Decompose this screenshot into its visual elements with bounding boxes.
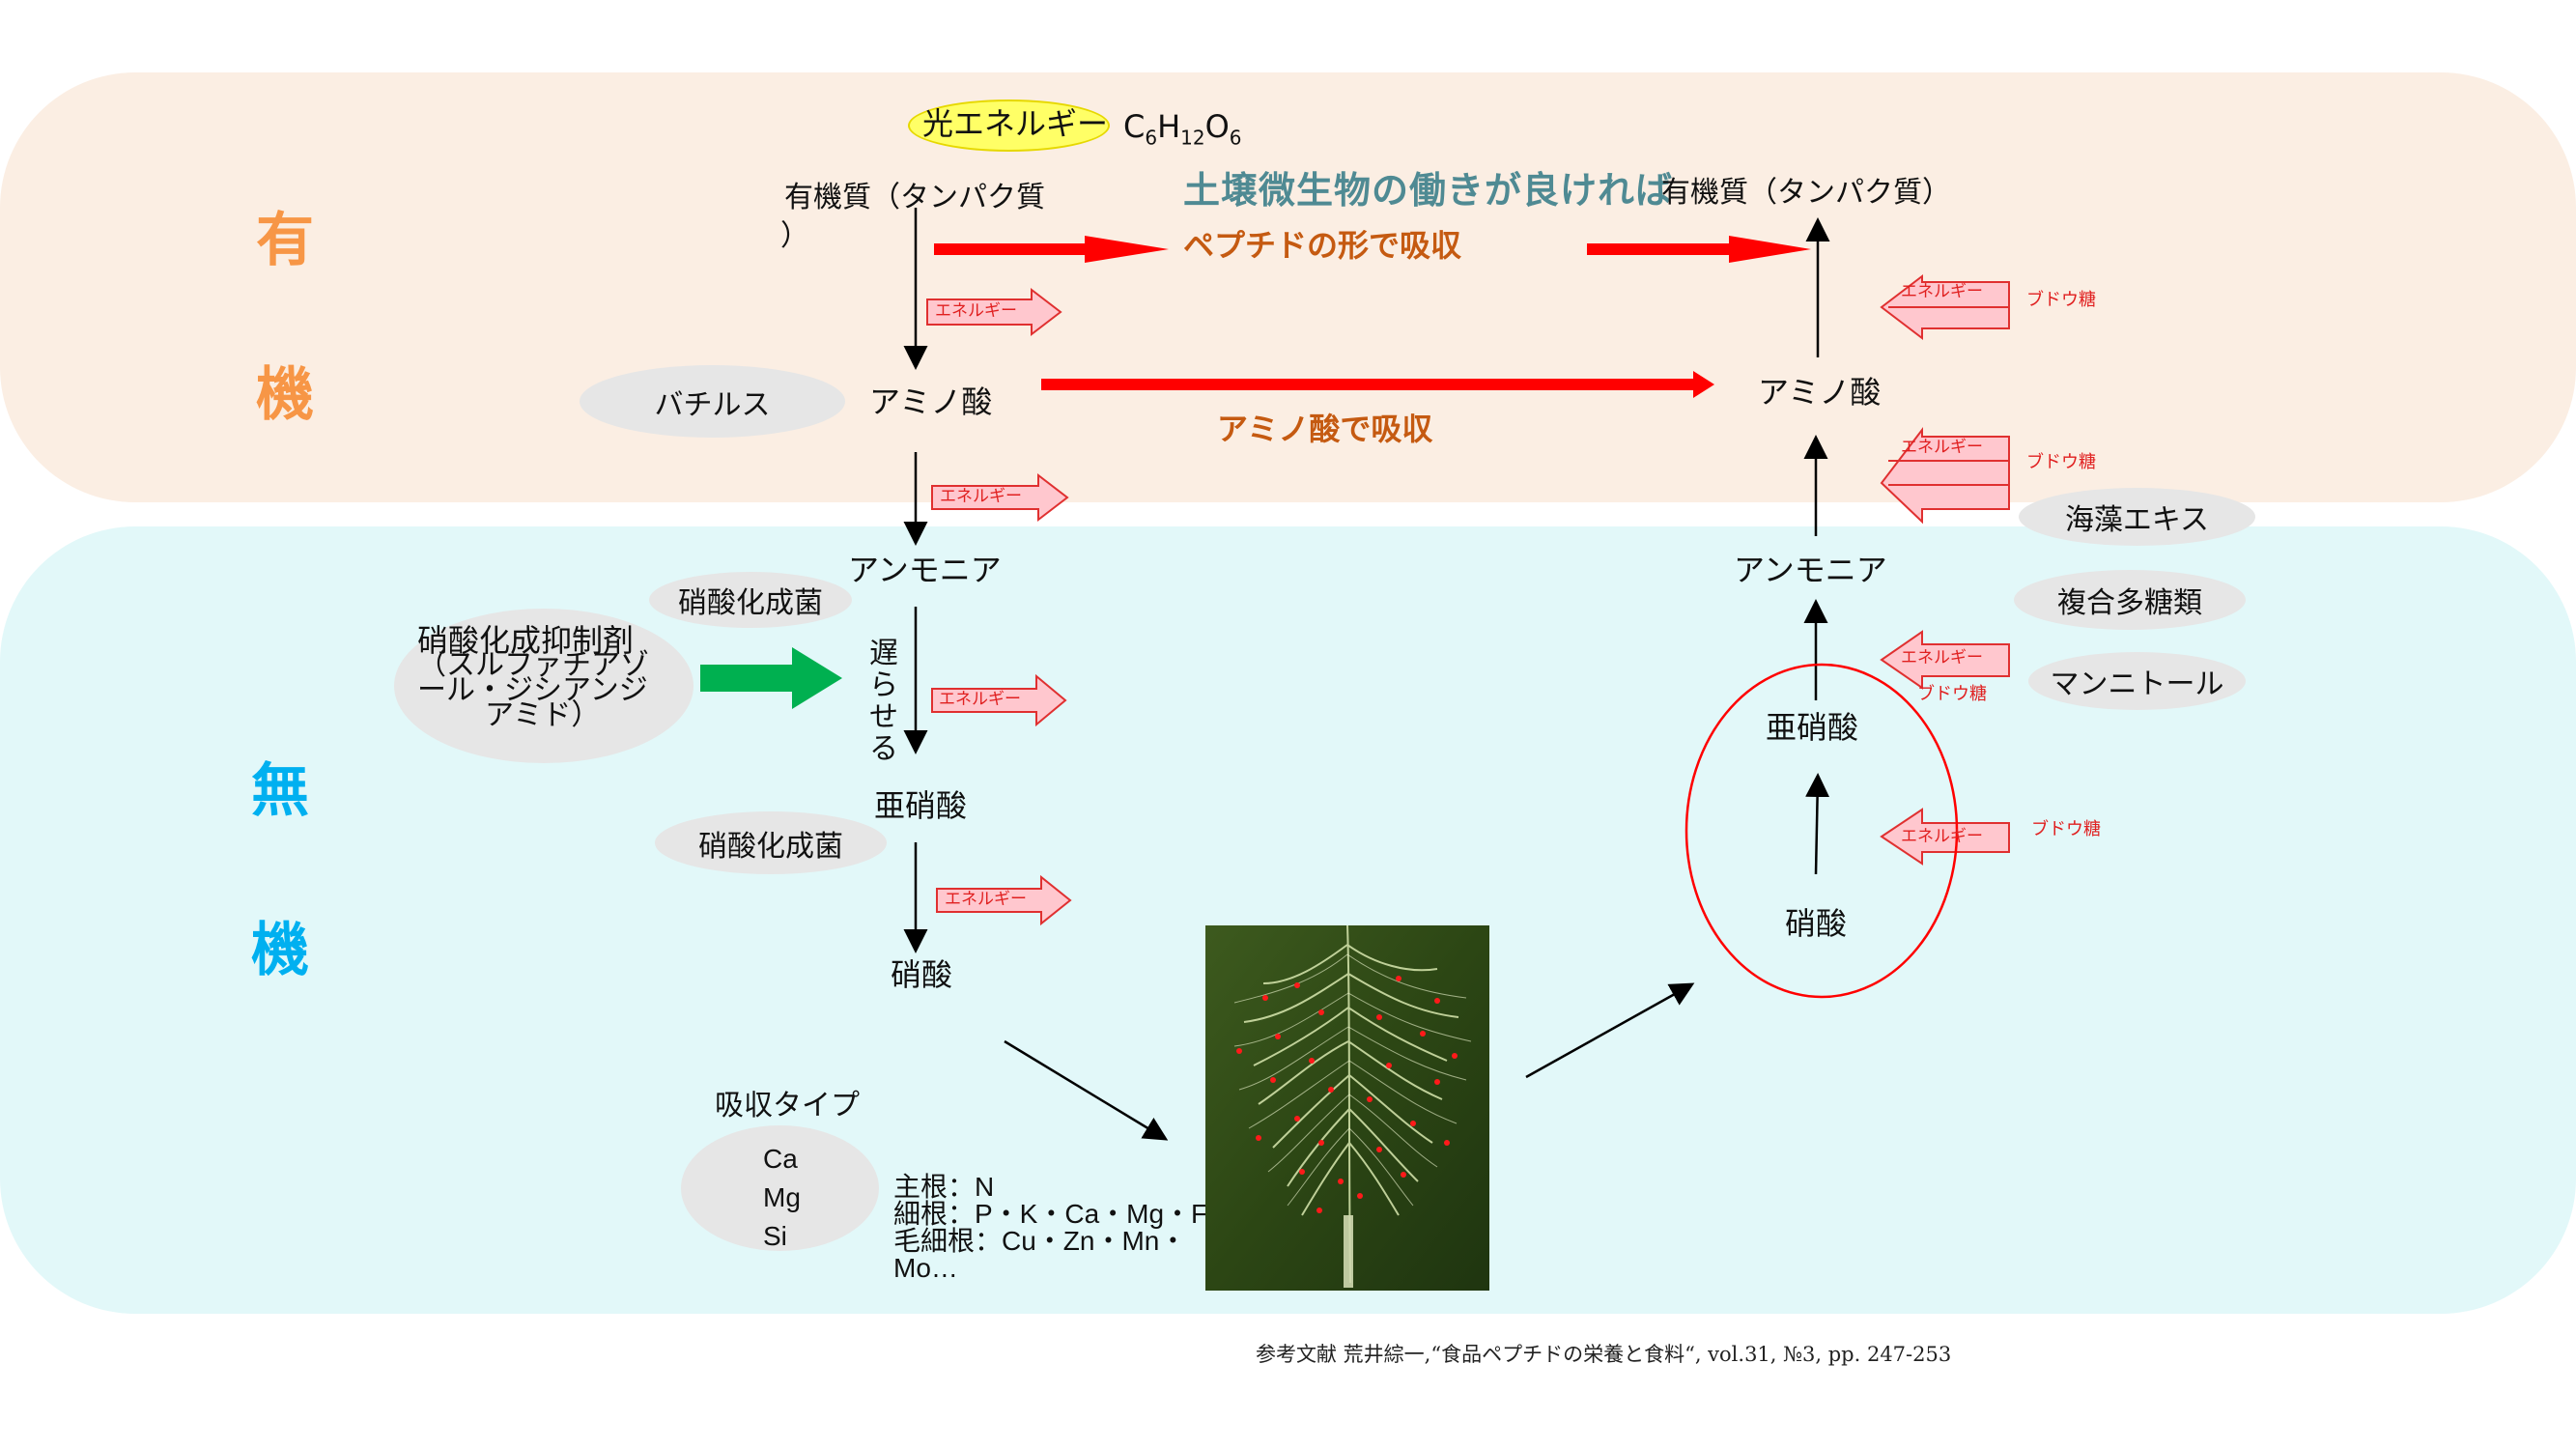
glucose-formula: C6H12O6 xyxy=(1123,108,1242,150)
energy-arrow-left-1 xyxy=(926,287,1062,337)
energy-arrow-right-2 xyxy=(1880,427,2010,525)
left-nitrite: 亜硝酸 xyxy=(874,787,968,824)
seaweed-ellipse: 海藻エキス xyxy=(2019,488,2255,546)
inorganic-label-1: 無 xyxy=(251,757,309,825)
mannitol-label: マンニトール xyxy=(2050,668,2224,701)
energy-arrow-right-1 xyxy=(1880,273,2010,341)
amino-absorb-label: アミノ酸で吸収 xyxy=(1217,411,1433,447)
green-arrow-inhibitor xyxy=(700,647,842,709)
minerals-ellipse xyxy=(681,1125,879,1251)
red-arrow-peptide-left xyxy=(934,236,1169,263)
energy-label-left-3: エネルギー xyxy=(939,690,1021,709)
left-nitrate: 硝酸 xyxy=(891,956,953,993)
root-photo-svg xyxy=(1205,925,1489,1291)
energy-arrow-right-3 xyxy=(1880,630,2010,690)
mineral-mg: Mg xyxy=(763,1182,801,1212)
nitrifier-ellipse-1: 硝酸化成菌 xyxy=(649,572,852,628)
right-nitrite: 亜硝酸 xyxy=(1766,709,1859,746)
root-hair-cont: Mo… xyxy=(893,1253,958,1283)
mineral-si: Si xyxy=(763,1221,787,1251)
root-fine: 細根：P・K・Ca・Mg・Fe xyxy=(893,1199,1223,1229)
inhibitor-line-1: 硝酸化成抑制剤 xyxy=(417,622,635,659)
left-ammonia: アンモニア xyxy=(848,552,1002,588)
organic-label-2: 機 xyxy=(256,361,314,429)
red-arrow-peptide-right xyxy=(1587,236,1811,263)
inhibitor-line-3: ール・ジシアンジ xyxy=(417,673,648,707)
inhibitor-line-4: アミド） xyxy=(485,698,601,732)
headline-microbes: 土壌微生物の働きが良ければ xyxy=(1183,169,1674,212)
right-amino-acid: アミノ酸 xyxy=(1758,374,1882,411)
inhibitor-text: 硝酸化成抑制剤 （スルファチアゾ ール・ジシアンジ アミド） xyxy=(417,622,678,732)
root-main: 主根：N xyxy=(893,1172,995,1202)
energy-label-right-3: エネルギー xyxy=(1901,648,1983,668)
light-energy-ellipse xyxy=(908,99,1110,152)
root-hair: 毛細根：Cu・Zn・Mn・ xyxy=(893,1226,1187,1256)
minerals-list: Ca Mg Si xyxy=(763,1140,801,1256)
energy-arrow-right-4 xyxy=(1880,808,2010,866)
slow-char-4: る xyxy=(869,732,898,766)
energy-arrow-left-2 xyxy=(931,472,1069,523)
polysaccharide-label: 複合多糖類 xyxy=(2057,586,2202,620)
nitrifier-label-2: 硝酸化成菌 xyxy=(698,829,843,864)
inhibitor-ellipse xyxy=(394,609,694,763)
inhibitor-line-2: （スルファチアゾ xyxy=(417,648,649,682)
energy-label-left-1: エネルギー xyxy=(935,301,1017,321)
glucose-label-2: ブドウ糖 xyxy=(2026,452,2096,472)
right-ammonia: アンモニア xyxy=(1734,552,1887,588)
root-photo xyxy=(1205,925,1489,1291)
glucose-label-4: ブドウ糖 xyxy=(2031,819,2101,839)
nitrifier-label-1: 硝酸化成菌 xyxy=(678,586,823,620)
energy-label-right-2: エネルギー xyxy=(1901,438,1983,457)
left-amino-acid: アミノ酸 xyxy=(869,384,993,420)
left-protein-close: ） xyxy=(780,219,809,253)
bacillus-ellipse: バチルス xyxy=(580,365,845,438)
slow-char-1: 遅 xyxy=(869,637,898,670)
reference-citation: 参考文献 荒井綜一,“食品ペプチドの栄養と食料“, vol.31, №3, pp… xyxy=(1256,1343,1952,1366)
organic-band xyxy=(0,72,2576,502)
glucose-label-3: ブドウ糖 xyxy=(1917,684,1987,704)
left-protein: 有機質（タンパク質 xyxy=(784,181,1045,214)
right-protein: 有機質（タンパク質） xyxy=(1661,176,1951,210)
right-nitrate: 硝酸 xyxy=(1785,905,1848,942)
energy-label-left-4: エネルギー xyxy=(945,890,1027,909)
arrow-nitrate-to-root xyxy=(1004,1039,1169,1141)
glucose-label-1: ブドウ糖 xyxy=(2026,290,2096,310)
bacillus-label: バチルス xyxy=(654,387,771,422)
seaweed-label: 海藻エキス xyxy=(2064,503,2210,537)
mannitol-ellipse: マンニトール xyxy=(2028,652,2246,710)
organic-label-1: 有 xyxy=(256,207,314,274)
nitrifier-ellipse-2: 硝酸化成菌 xyxy=(655,811,887,874)
slow-char-3: せ xyxy=(869,700,898,734)
mineral-ca: Ca xyxy=(763,1144,798,1174)
energy-arrow-left-4 xyxy=(936,874,1072,926)
inorganic-label-2: 機 xyxy=(251,917,309,984)
energy-label-right-1: エネルギー xyxy=(1901,282,1983,301)
slow-down-label: 遅 ら せ る xyxy=(869,638,898,765)
absorption-title: 吸収タイプ xyxy=(715,1089,860,1122)
nitrogen-circle xyxy=(1684,663,1959,999)
peptide-absorb-label: ペプチドの形で吸収 xyxy=(1183,227,1462,264)
arrow-root-to-right xyxy=(1525,982,1695,1079)
light-energy-label: 光エネルギー xyxy=(922,105,1109,142)
arrow-nitrate-to-nitrite-right xyxy=(1805,773,1830,875)
energy-label-left-2: エネルギー xyxy=(940,487,1022,506)
polysaccharide-ellipse: 複合多糖類 xyxy=(2014,570,2246,630)
slow-char-2: ら xyxy=(869,668,898,702)
energy-label-right-4: エネルギー xyxy=(1901,827,1983,846)
energy-arrow-left-3 xyxy=(931,673,1067,727)
root-types: 主根：N 細根：P・K・Ca・Mg・Fe 毛細根：Cu・Zn・Mn・ Mo… xyxy=(893,1174,1223,1282)
red-arrow-amino xyxy=(1041,371,1714,398)
